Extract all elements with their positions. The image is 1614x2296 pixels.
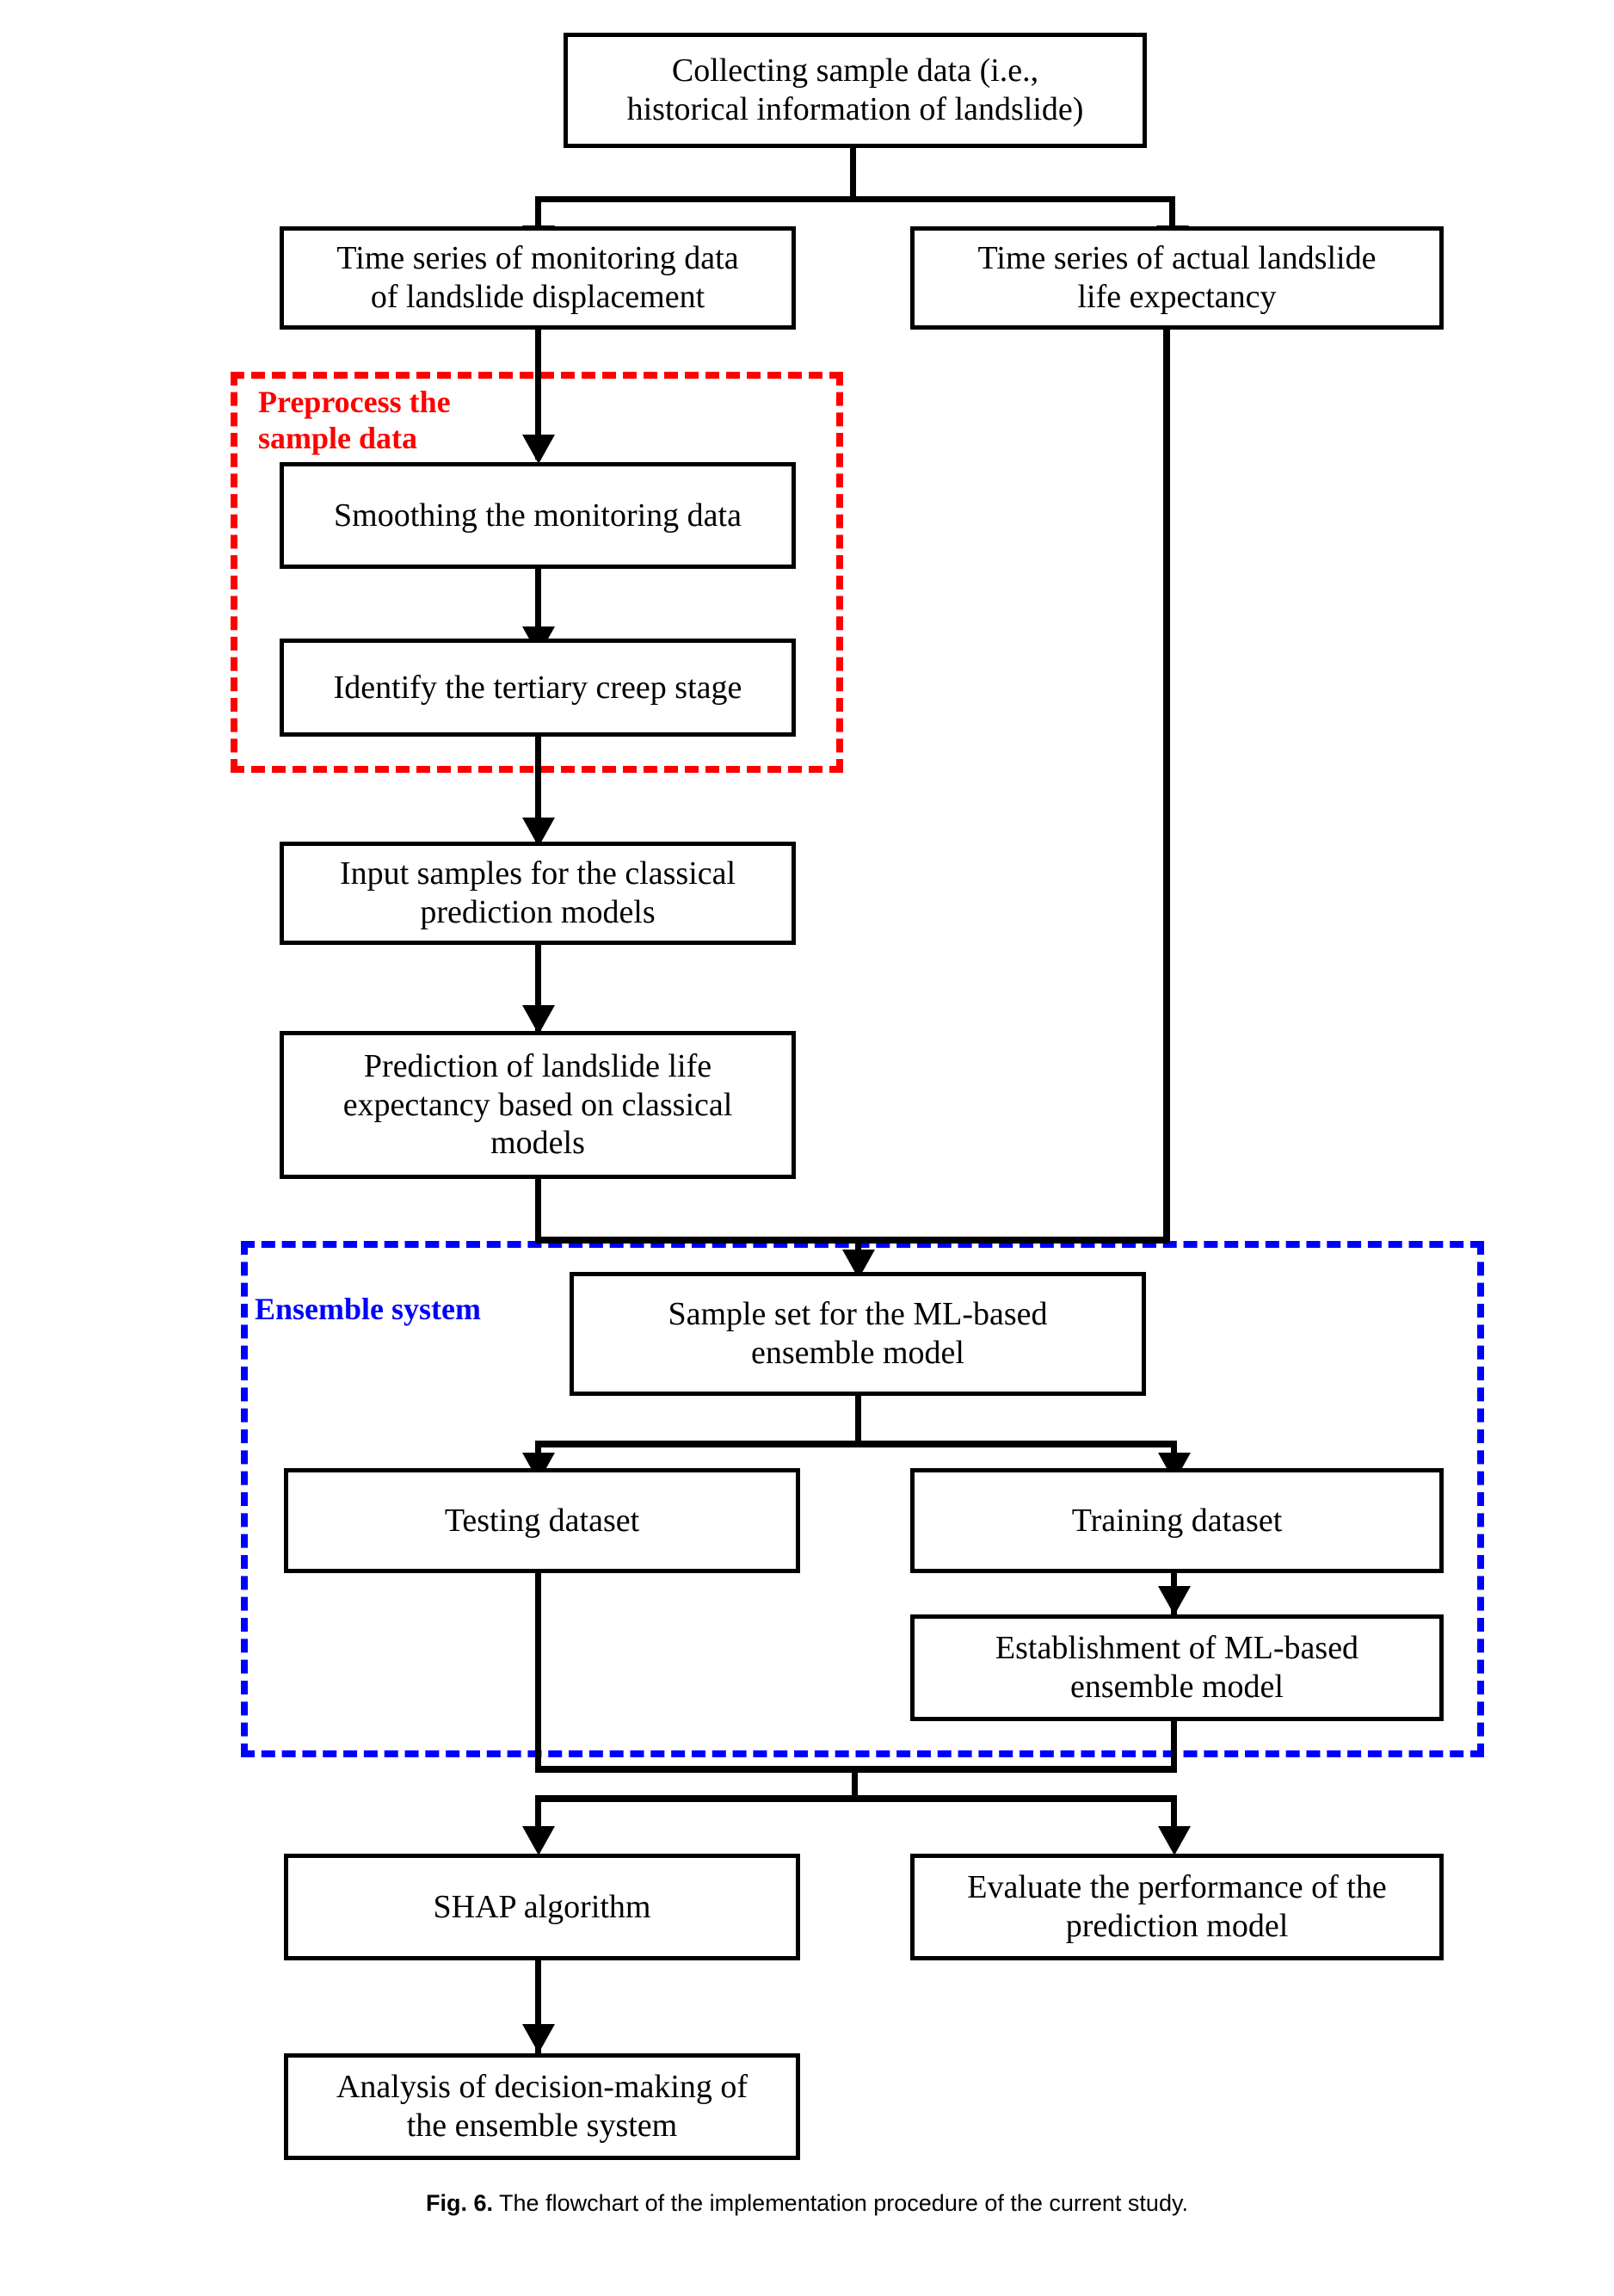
edge-monitoring-to-smoothing [535, 329, 541, 460]
edge-sample-set-right-drop [1171, 1441, 1177, 1460]
node-smoothing-monitoring-data[interactable]: Smoothing the monitoring data [280, 462, 796, 569]
edge-creep-to-input [535, 737, 541, 842]
node-identify-tertiary-creep[interactable]: Identify the tertiary creep stage [280, 639, 796, 737]
node-classical-prediction[interactable]: Prediction of landslide life expectancy … [280, 1031, 796, 1179]
preprocess-group-label: Preprocess the sample data [258, 385, 451, 456]
arrowhead-to-evaluate [1158, 1826, 1191, 1855]
edge-sample-set-split-bar [535, 1441, 1177, 1447]
edge-input-to-prediction [535, 945, 541, 1033]
edge-collect-right-drop [1169, 196, 1175, 231]
edge-collect-stem [850, 148, 856, 201]
arrowhead-to-classical-prediction [522, 1005, 555, 1034]
figure-caption: Fig. 6. The flowchart of the implementat… [0, 2190, 1614, 2217]
edge-bottom-left-drop [535, 1795, 541, 1835]
node-establishment-ml-ensemble[interactable]: Establishment of ML-based ensemble model [910, 1614, 1444, 1721]
node-input-samples-classical[interactable]: Input samples for the classical predicti… [280, 842, 796, 945]
node-testing-dataset[interactable]: Testing dataset [284, 1468, 800, 1573]
node-evaluate-performance[interactable]: Evaluate the performance of the predicti… [910, 1854, 1444, 1960]
node-training-dataset[interactable]: Training dataset [910, 1468, 1444, 1573]
arrowhead-to-smoothing [522, 435, 555, 464]
node-shap-algorithm[interactable]: SHAP algorithm [284, 1854, 800, 1960]
edge-testing-down [535, 1573, 541, 1771]
node-actual-life-expectancy-series[interactable]: Time series of actual landslide life exp… [910, 226, 1444, 330]
edge-bottom-right-drop [1171, 1795, 1177, 1835]
edge-sample-set-stem [855, 1396, 861, 1446]
edge-bottom-split-bar [535, 1795, 1177, 1802]
edge-collect-left-drop [535, 196, 541, 231]
edge-prediction-down [535, 1179, 541, 1243]
arrowhead-to-analysis [522, 2024, 555, 2053]
figure-caption-label: Fig. 6. [426, 2190, 494, 2216]
edge-sample-set-left-drop [535, 1441, 541, 1460]
arrowhead-to-establishment [1158, 1586, 1191, 1615]
node-collect-sample-data[interactable]: Collecting sample data (i.e., historical… [564, 33, 1147, 148]
edge-collect-split-bar [535, 196, 1175, 202]
edge-actual-series-down [1163, 329, 1170, 1243]
ensemble-group-label: Ensemble system [255, 1292, 481, 1326]
node-monitoring-data-series[interactable]: Time series of monitoring data of landsl… [280, 226, 796, 330]
node-sample-set-ml-ensemble[interactable]: Sample set for the ML-based ensemble mod… [570, 1272, 1146, 1396]
figure-caption-text: The flowchart of the implementation proc… [499, 2190, 1188, 2216]
edge-smoothing-to-creep [535, 568, 541, 654]
edge-bottom-merge-stub [852, 1766, 858, 1800]
edge-establishment-down [1171, 1721, 1177, 1771]
node-analysis-decision-making[interactable]: Analysis of decision-making of the ensem… [284, 2053, 800, 2160]
arrowhead-to-shap [522, 1826, 555, 1855]
edge-ensemble-merge-bar [535, 1237, 1170, 1244]
edge-shap-to-analysis [535, 1960, 541, 2053]
ensemble-group-box [241, 1241, 1484, 1757]
